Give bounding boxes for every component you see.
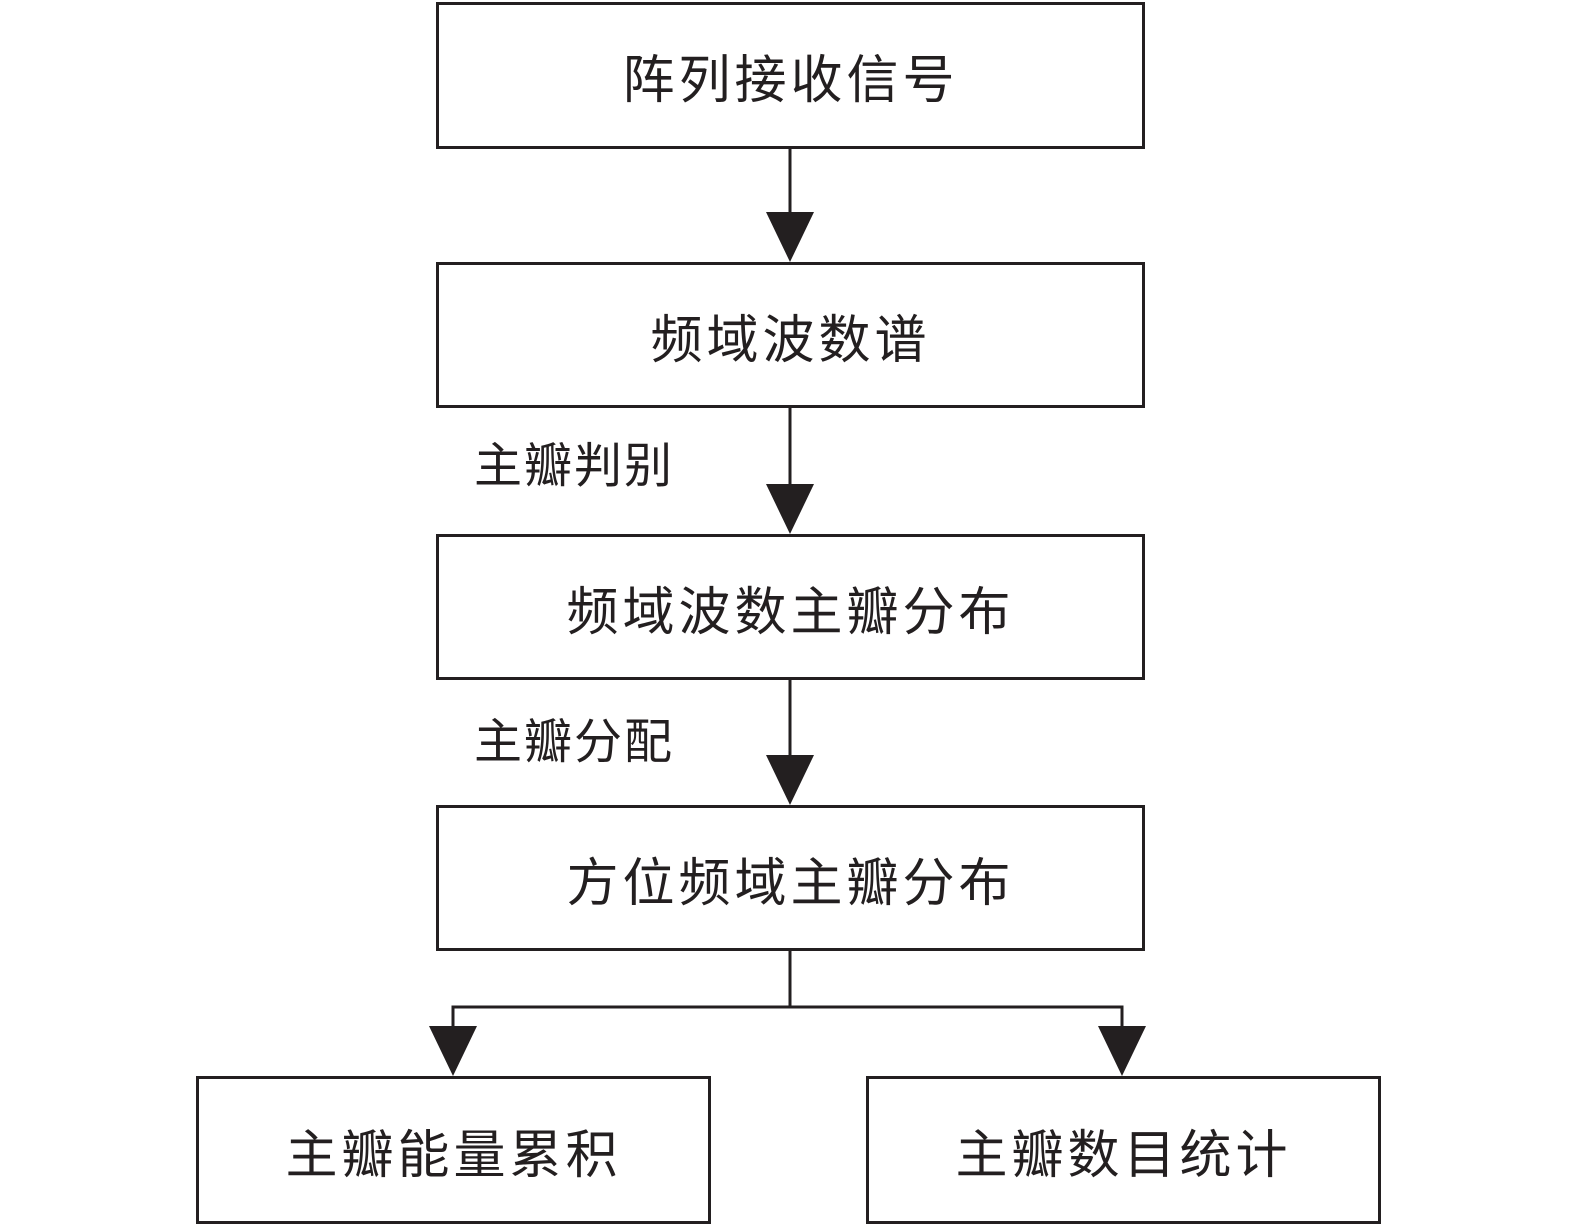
node-main-lobe-count-statistics: 主瓣数目统计 [866, 1076, 1381, 1224]
edge-branch-horizontal [451, 1005, 1124, 1028]
edge-label-main-lobe-discrimination: 主瓣判别 [474, 438, 675, 494]
arrowhead-down [1098, 1026, 1146, 1076]
edge-label-main-lobe-assignment: 主瓣分配 [474, 714, 675, 770]
arrowhead-down [766, 484, 814, 534]
node-label: 方位频域主瓣分布 [566, 853, 1015, 914]
node-azimuth-frequency-main-lobe-distribution: 方位频域主瓣分布 [436, 805, 1145, 951]
arrowhead-down [766, 755, 814, 805]
node-frequency-wavenumber-spectrum: 频域波数谱 [436, 262, 1145, 408]
arrowhead-down [429, 1026, 477, 1076]
node-fk-main-lobe-distribution: 频域波数主瓣分布 [436, 534, 1145, 680]
arrowhead-down [766, 212, 814, 262]
node-label: 频域波数谱 [650, 310, 931, 371]
node-label: 主瓣数目统计 [955, 1125, 1292, 1186]
node-label: 阵列接收信号 [622, 51, 959, 111]
node-label: 频域波数主瓣分布 [566, 582, 1015, 643]
node-main-lobe-energy-accumulation: 主瓣能量累积 [196, 1076, 711, 1224]
node-array-received-signal: 阵列接收信号 [436, 2, 1145, 149]
node-label: 主瓣能量累积 [285, 1125, 622, 1186]
